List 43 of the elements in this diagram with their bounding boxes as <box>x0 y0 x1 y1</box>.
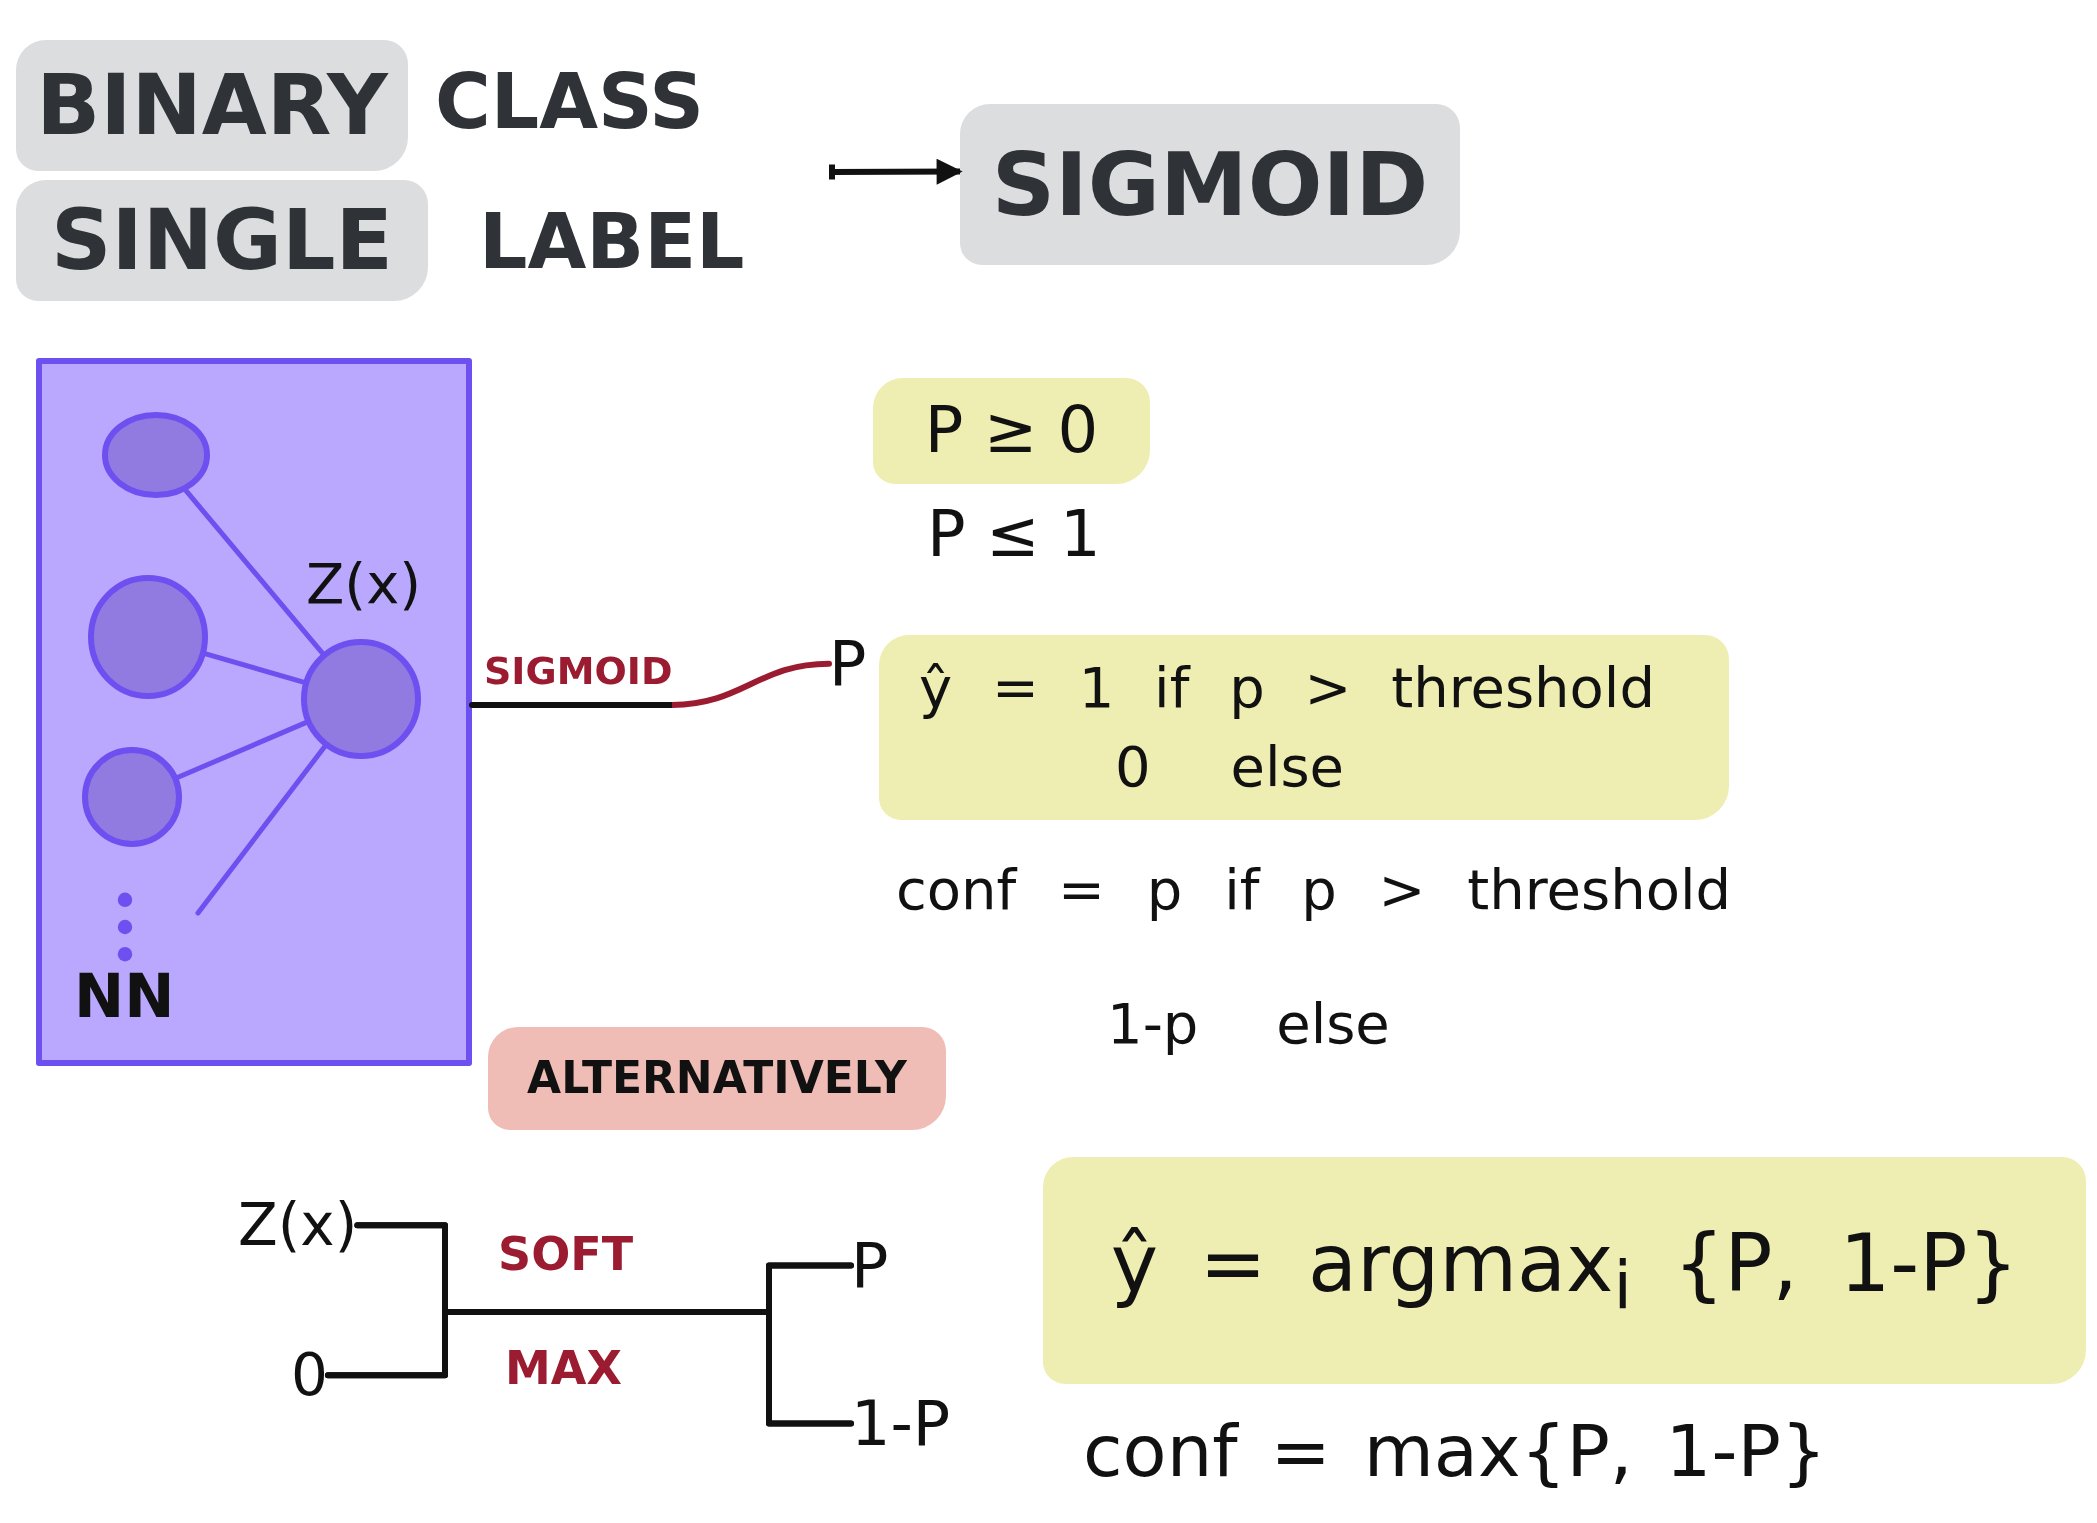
highlight-band <box>16 180 428 301</box>
formula-text: conf = p if p > threshold <box>896 858 1731 923</box>
neuron-link-line <box>195 744 328 916</box>
heading-text: ALTERNATIVELY <box>527 1053 907 1104</box>
neuron-link-line <box>203 651 306 685</box>
highlight-band <box>488 1027 946 1130</box>
formula-text: P <box>851 1230 889 1302</box>
formula-text: P ≤ 1 <box>927 498 1101 572</box>
highlight-band <box>16 40 408 171</box>
heading-text: SIGMOID <box>991 133 1429 236</box>
highlight-band <box>1043 1157 2086 1384</box>
panel-label: NN <box>74 962 175 1031</box>
formula-text: 1-P <box>851 1388 951 1460</box>
sigmoid-curve-line <box>469 660 832 708</box>
edge-label: MAX <box>505 1342 622 1395</box>
formula-text: ŷ = argmax$_{i}$ {P, 1-P} <box>1110 1217 2019 1324</box>
neuron-circle <box>82 747 182 847</box>
edge-label: SIGMOID <box>484 650 673 694</box>
bracket-line <box>324 1309 854 1427</box>
formula-text: conf = max{P, 1-P} <box>1083 1410 1827 1493</box>
formula-text: 0 else <box>1115 734 1345 799</box>
formula-text: 1-p else <box>1107 992 1390 1057</box>
neuron-circle <box>301 639 421 759</box>
formula-text: P <box>829 628 867 700</box>
network-panel <box>36 358 472 1066</box>
neuron-link-line <box>175 720 309 780</box>
formula-text: ŷ = 1 if p > threshold <box>919 656 1655 721</box>
formula-text: P ≥ 0 <box>924 394 1099 468</box>
highlight-band <box>873 378 1150 484</box>
highlight-band <box>960 104 1460 265</box>
arrow <box>829 158 963 185</box>
heading-text: SINGLE <box>51 192 393 289</box>
formula-text: 0 <box>291 1342 328 1409</box>
neuron-link-line <box>183 488 325 656</box>
heading-text: LABEL <box>479 198 745 286</box>
edge-label: SOFT <box>498 1228 634 1281</box>
highlight-band <box>879 635 1729 820</box>
neuron-circle <box>88 575 208 699</box>
heading-text: BINARY <box>36 57 388 154</box>
formula-text: Z(x) <box>238 1192 358 1259</box>
neuron-circle <box>102 412 210 498</box>
heading-text: CLASS <box>435 58 705 146</box>
formula-text: Z(x) <box>306 552 422 617</box>
